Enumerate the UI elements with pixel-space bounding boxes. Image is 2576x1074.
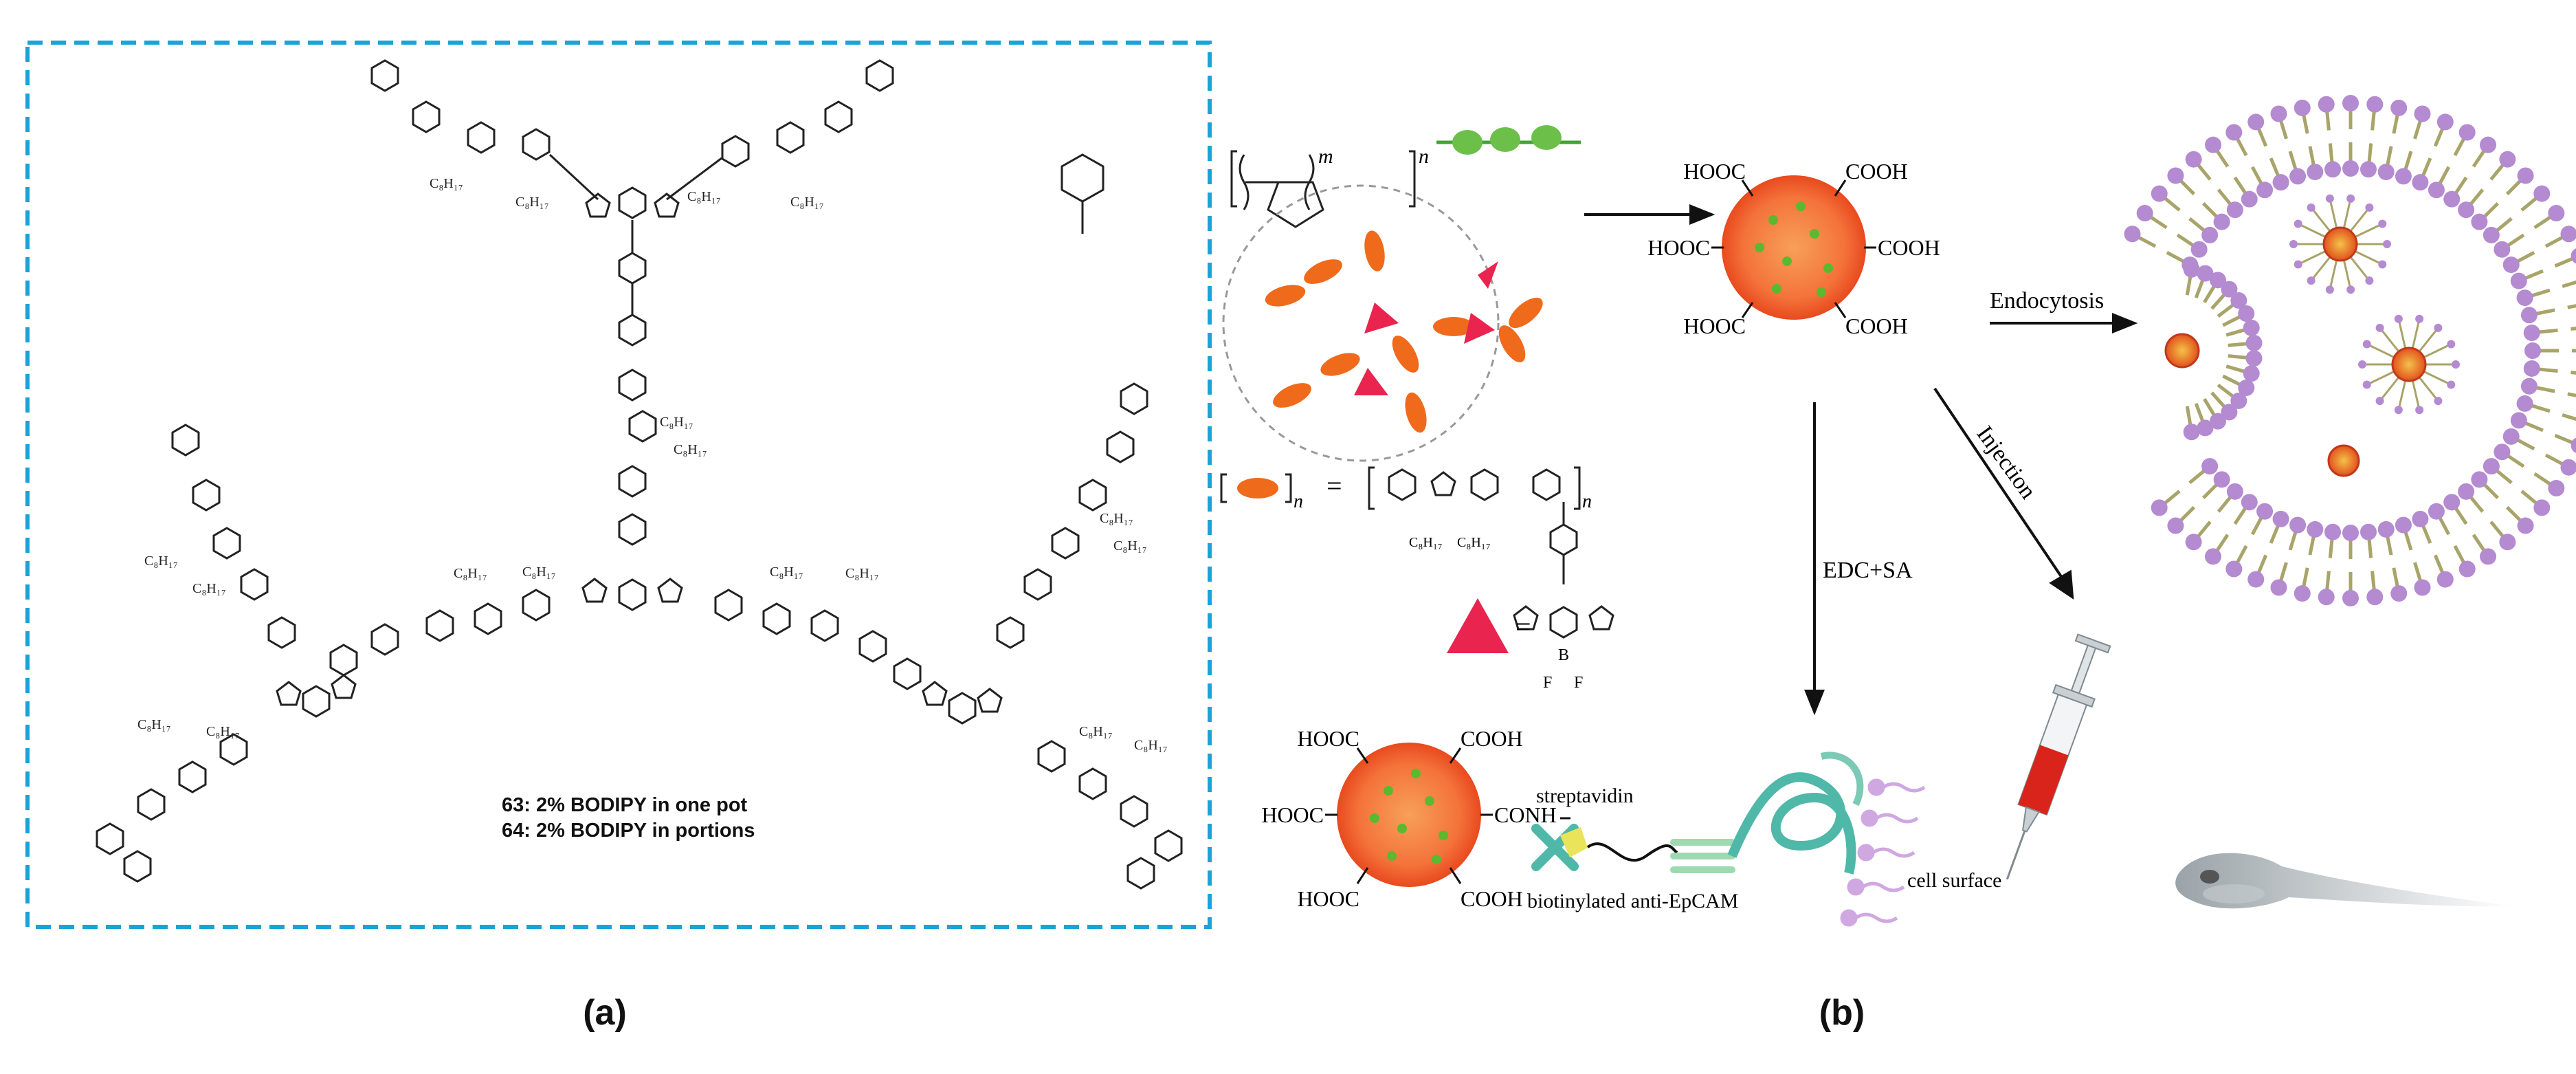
panel-a-dashed-frame: [25, 41, 1212, 929]
edc-sa-label: EDC+SA: [1823, 558, 1913, 583]
endosome-particles: [2164, 194, 2460, 477]
left-lower-arm: [96, 733, 248, 883]
svg-text:C₈H₁₇: C₈H₁₇: [674, 442, 707, 457]
endocytosis-label: Endocytosis: [1990, 288, 2104, 314]
svg-text:C₈H₁₇: C₈H₁₇: [1079, 724, 1113, 739]
left-chain: [329, 589, 551, 677]
star-polymer-diagram: [1222, 184, 1543, 462]
arrow-to-nanoparticle: [1584, 204, 1716, 225]
phenyl-ring: [1061, 153, 1104, 203]
bodipy-f-2: F: [1574, 674, 1583, 692]
streptavidin-label: streptavidin: [1536, 785, 1634, 807]
svg-text:C₈H₁₇: C₈H₁₇: [790, 195, 824, 210]
legend-polymer-subscript: n: [1293, 491, 1303, 512]
panel-a: C₈H₁₇ C₈H₁₇ C₈H₁₇ C₈H₁₇ C₈H₁₇ C₈H₁₇ C₈H₁₇ C₈…: [25, 41, 1212, 1033]
bodipy-core-top: [585, 186, 680, 219]
svg-text:C₈H₁₇: C₈H₁₇: [515, 195, 549, 210]
svg-text:C₈H₁₇: C₈H₁₇: [660, 415, 693, 430]
arrow-endocytosis: [1990, 313, 2138, 333]
np-top-cooh-2: COOH: [1878, 235, 1940, 260]
injection-label: Injection: [1972, 421, 2041, 504]
panel-b: m n: [1061, 95, 2576, 1033]
syringe-illustration: [2006, 633, 2111, 880]
legend-polymer: C₈H₁₇ C₈H₁₇: [1220, 466, 1581, 550]
svg-text:C₈H₁₇: C₈H₁₇: [430, 176, 463, 191]
psma-polymer: [1061, 150, 1416, 234]
svg-text:C₈H₁₇: C₈H₁₇: [206, 724, 240, 739]
legend-polymer-alkyl-2: C₈H₁₇: [1457, 535, 1491, 550]
np-bot-conh: CONH: [1494, 802, 1557, 827]
legend-polymer-equals: =: [1326, 470, 1342, 501]
compound-63-label: 63: 2% BODIPY in one pot: [502, 794, 748, 816]
svg-text:C₈H₁₇: C₈H₁₇: [845, 566, 879, 581]
polymer-subscript-m: m: [1318, 145, 1333, 168]
svg-text:C₈H₁₇: C₈H₁₇: [687, 189, 721, 204]
legend-bodipy: F F B: [1447, 502, 1614, 692]
np-top-hooc-2: HOOC: [1647, 235, 1710, 260]
cell-surface-label: cell surface: [1907, 869, 2001, 892]
svg-text:C₈H₁₇: C₈H₁₇: [770, 565, 803, 580]
right-lower-arm: [1037, 740, 1183, 890]
arrow-injection: [1933, 387, 2074, 600]
top-right-arm: [666, 59, 894, 201]
np-top-cooh-1: COOH: [1845, 159, 1908, 184]
svg-text:C₈H₁₇: C₈H₁₇: [454, 566, 487, 581]
left-upper-arm: [171, 424, 296, 649]
compound-64-label: 64: 2% BODIPY in portions: [502, 820, 755, 842]
green-bead-chain: [1436, 125, 1581, 155]
svg-text:C₈H₁₇: C₈H₁₇: [1113, 538, 1147, 554]
np-bot-hooc-3: HOOC: [1297, 886, 1359, 911]
svg-text:C₈H₁₇: C₈H₁₇: [522, 565, 556, 580]
nanoparticle-cooh: [1711, 175, 1876, 320]
panel-a-caption: (a): [583, 993, 627, 1033]
chem-labels: C₈H₁₇ C₈H₁₇ C₈H₁₇ C₈H₁₇ C₈H₁₇ C₈H₁₇ C₈H₁₇ C₈…: [137, 176, 1168, 753]
right-chain: [714, 589, 922, 690]
cell-membrane: [2124, 95, 2576, 606]
central-chain: [618, 220, 657, 546]
np-bot-cooh-1: COOH: [1461, 726, 1523, 751]
np-top-hooc-1: HOOC: [1683, 159, 1746, 184]
svg-text:C₈H₁₇: C₈H₁₇: [192, 581, 226, 596]
svg-text:C₈H₁₇: C₈H₁₇: [137, 717, 171, 732]
polymer-subscript-n: n: [1419, 145, 1429, 168]
streptavidin-antibody: [1531, 752, 1864, 875]
svg-text:C₈H₁₇: C₈H₁₇: [1134, 738, 1168, 753]
anhydride-ring: [1267, 181, 1324, 228]
np-bot-hooc-1: HOOC: [1297, 726, 1359, 751]
bodipy-left: [276, 674, 357, 718]
nanoparticle-conjugated: [1325, 743, 1493, 887]
bodipy-f-1: F: [1543, 674, 1552, 692]
legend-polymer-n-right: n: [1582, 491, 1592, 512]
svg-text:C₈H₁₇: C₈H₁₇: [1100, 511, 1133, 526]
panel-b-caption: (b): [1819, 993, 1865, 1033]
bodipy-core-bottom: [581, 578, 683, 611]
cell-surface-receptors: [1840, 778, 1926, 927]
antibody-label: biotinylated anti-EpCAM: [1527, 890, 1738, 912]
legend-bodipy-equals: =: [1515, 611, 1531, 642]
top-left-arm: [370, 59, 599, 201]
np-top-cooh-3: COOH: [1845, 314, 1908, 338]
zebrafish-larva-illustration: [2175, 853, 2516, 909]
legend-polymer-alkyl-1: C₈H₁₇: [1409, 535, 1443, 550]
dendrimer-structure: [96, 59, 1183, 890]
bodipy-b: B: [1558, 646, 1569, 664]
bodipy-right: [922, 681, 1003, 725]
np-bot-cooh-3: COOH: [1461, 886, 1523, 911]
np-top-hooc-3: HOOC: [1683, 314, 1746, 338]
svg-text:C₈H₁₇: C₈H₁₇: [144, 554, 178, 569]
np-bot-hooc-2: HOOC: [1261, 802, 1324, 827]
arrow-edc-sa: [1804, 402, 1825, 716]
